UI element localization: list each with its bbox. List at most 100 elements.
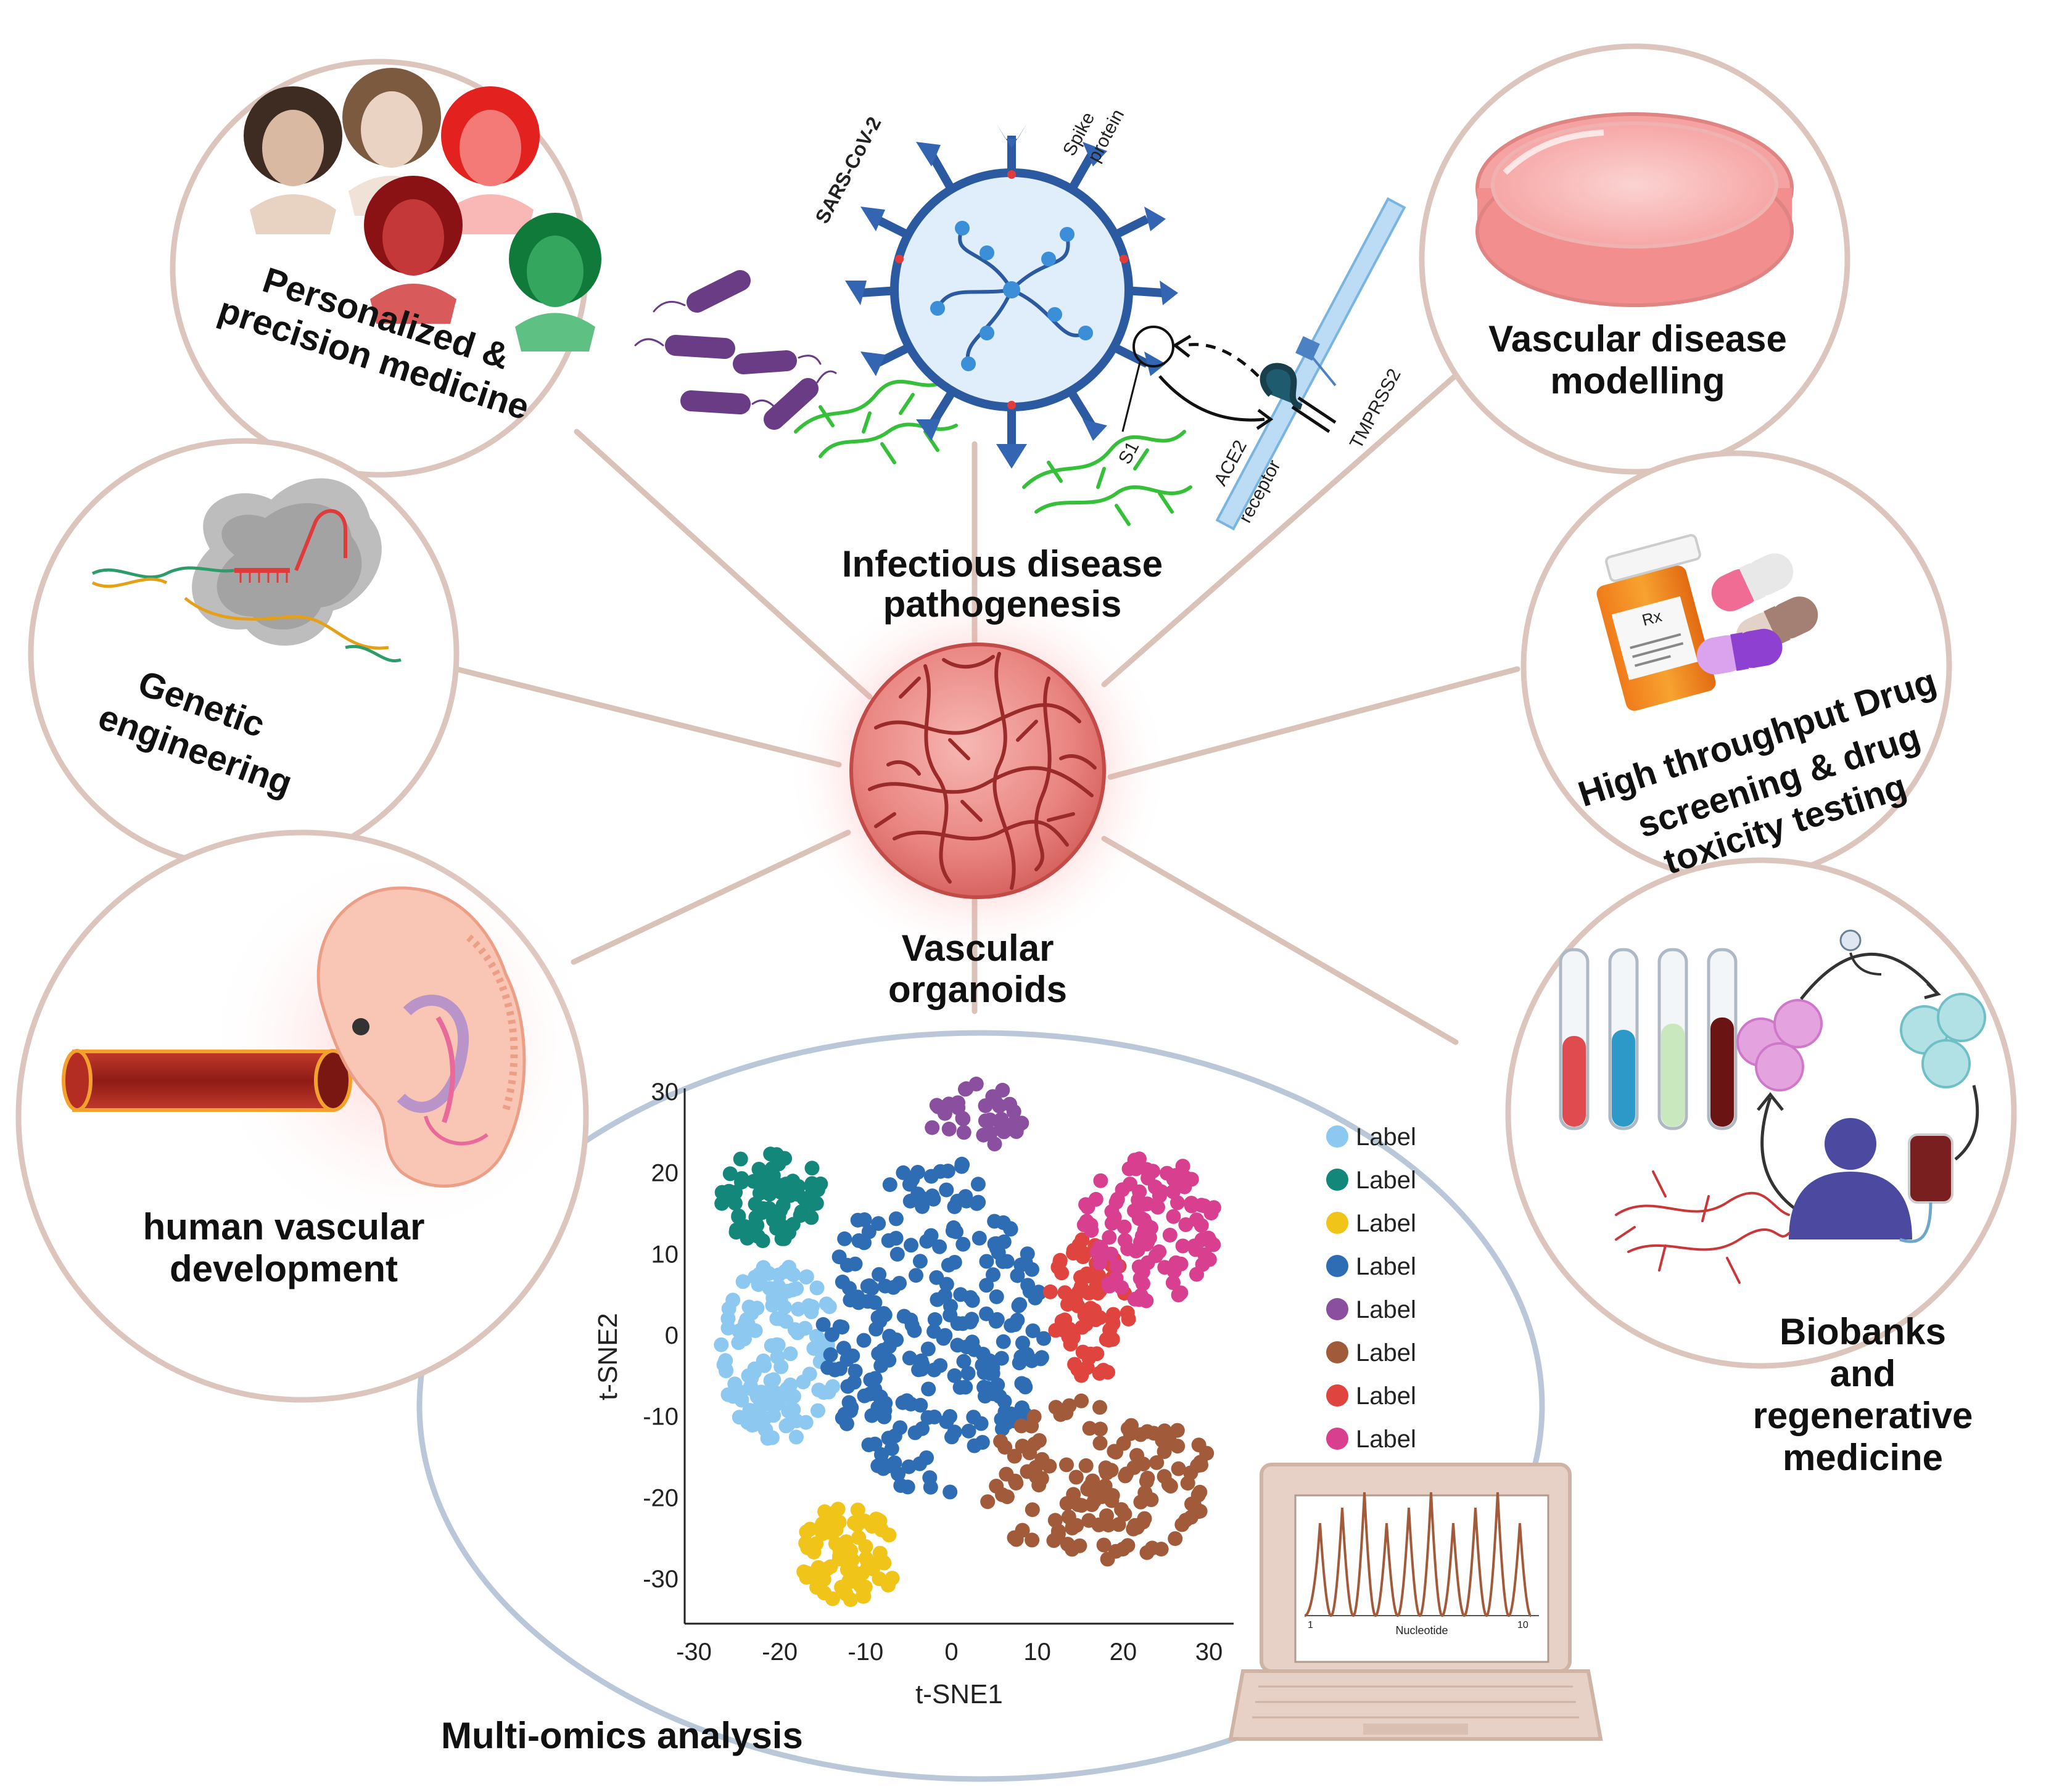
scatter-point [764, 1430, 780, 1445]
scatter-point [926, 1191, 941, 1207]
scatter-point [1092, 1256, 1107, 1270]
scatter-point [1063, 1336, 1078, 1352]
scatter-point [1165, 1275, 1181, 1291]
scatter-point [989, 1289, 1004, 1304]
scatter-point [950, 1316, 965, 1331]
scatter-point [875, 1307, 889, 1322]
scatter-point [956, 1125, 971, 1140]
scatter-point [1050, 1260, 1066, 1275]
scatter-point [1171, 1461, 1186, 1476]
scatter-point [1059, 1457, 1074, 1473]
scatter-point [850, 1502, 865, 1518]
scatter-point [1007, 1530, 1022, 1545]
scatter-point [887, 1428, 902, 1444]
scatter-point [857, 1513, 872, 1529]
scatter-point [1015, 1400, 1029, 1416]
scatter-point [999, 1254, 1015, 1269]
x-tick-label: 10 [1023, 1638, 1051, 1666]
scatter-point [1118, 1468, 1133, 1484]
scatter-point [1007, 1449, 1022, 1464]
scatter-point [902, 1193, 918, 1209]
legend-label: Label [1356, 1296, 1416, 1323]
scatter-point [1199, 1445, 1215, 1461]
scatter-point [1070, 1497, 1086, 1512]
scatter-point [874, 1523, 889, 1537]
scatter-point [788, 1429, 804, 1445]
legend-label: Label [1356, 1339, 1416, 1367]
scatter-point [983, 1125, 998, 1141]
scatter-point [923, 1228, 939, 1243]
scatter-point [926, 1324, 942, 1339]
sars-cov-2-virus-icon [845, 123, 1178, 469]
legend-swatch [1326, 1428, 1348, 1450]
scatter-point [1140, 1255, 1155, 1270]
scatter-point [861, 1437, 877, 1452]
scatter-point [842, 1281, 857, 1296]
y-tick-label: -10 [643, 1404, 679, 1431]
scatter-point [1150, 1199, 1165, 1215]
scatter-point [979, 1306, 994, 1321]
scatter-point [759, 1175, 774, 1191]
scatter-point [1145, 1540, 1160, 1556]
scatter-point [824, 1327, 839, 1342]
scatter-point [1201, 1230, 1216, 1246]
scatter-point [1206, 1200, 1221, 1215]
ace2-receptor-illustration [1121, 197, 1406, 531]
scatter-point [1126, 1521, 1141, 1537]
scatter-point [1012, 1355, 1027, 1371]
scatter-point [996, 1334, 1011, 1349]
scatter-point [927, 1312, 943, 1327]
scatter-point [946, 1220, 961, 1235]
scatter-point [905, 1172, 920, 1187]
scatter-point [941, 1096, 957, 1112]
scatter-point [953, 1287, 968, 1302]
scatter-point [1135, 1276, 1150, 1291]
scatter-point [1025, 1502, 1040, 1518]
scatter-point [809, 1280, 825, 1296]
scatter-point [1166, 1264, 1182, 1279]
scatter-point [989, 1479, 1004, 1494]
scatter-point [839, 1352, 855, 1367]
scatter-point [1081, 1513, 1097, 1528]
scatter-point [733, 1384, 749, 1400]
scatter-point [868, 1511, 884, 1527]
scatter-point [932, 1239, 947, 1254]
scatter-point [1166, 1209, 1181, 1224]
scatter-point [920, 1341, 936, 1357]
biobanks-label-line4: medicine [1783, 1437, 1943, 1478]
legend-label: Label [1356, 1124, 1416, 1151]
scatter-point [1036, 1331, 1052, 1346]
scatter-point [958, 1379, 973, 1395]
y-tick-label: 10 [651, 1241, 679, 1268]
scatter-point [745, 1418, 760, 1433]
cell-cycle-illustration [1736, 929, 1986, 1210]
scatter-point [989, 1312, 1005, 1327]
scatter-point [783, 1346, 798, 1362]
scatter-point [830, 1502, 846, 1517]
scatter-point [1178, 1217, 1194, 1232]
scatter-point [756, 1353, 771, 1368]
scatter-point [1187, 1238, 1202, 1254]
scatter-point [736, 1331, 752, 1347]
scatter-point [907, 1425, 923, 1441]
scatter-point [920, 1410, 936, 1425]
scatter-point [773, 1185, 788, 1200]
scatter-point [889, 1246, 905, 1262]
legend-label: Label [1356, 1383, 1416, 1410]
scatter-point [856, 1333, 872, 1348]
capsules-icon [1696, 553, 1818, 675]
scatter-point [850, 1212, 865, 1228]
scatter-point [1075, 1232, 1090, 1247]
scatter-point [1083, 1347, 1099, 1362]
scatter-point [1080, 1199, 1095, 1215]
x-tick-label: 0 [944, 1638, 958, 1666]
scatter-point [1104, 1215, 1120, 1231]
scatter-point [970, 1177, 986, 1192]
scatter-point [1132, 1211, 1147, 1227]
scatter-point [1042, 1284, 1058, 1299]
infectious-label-line1: Infectious disease [842, 543, 1163, 585]
scatter-point [759, 1265, 775, 1280]
scatter-point [1102, 1278, 1117, 1294]
scatter-point [988, 1236, 1004, 1251]
